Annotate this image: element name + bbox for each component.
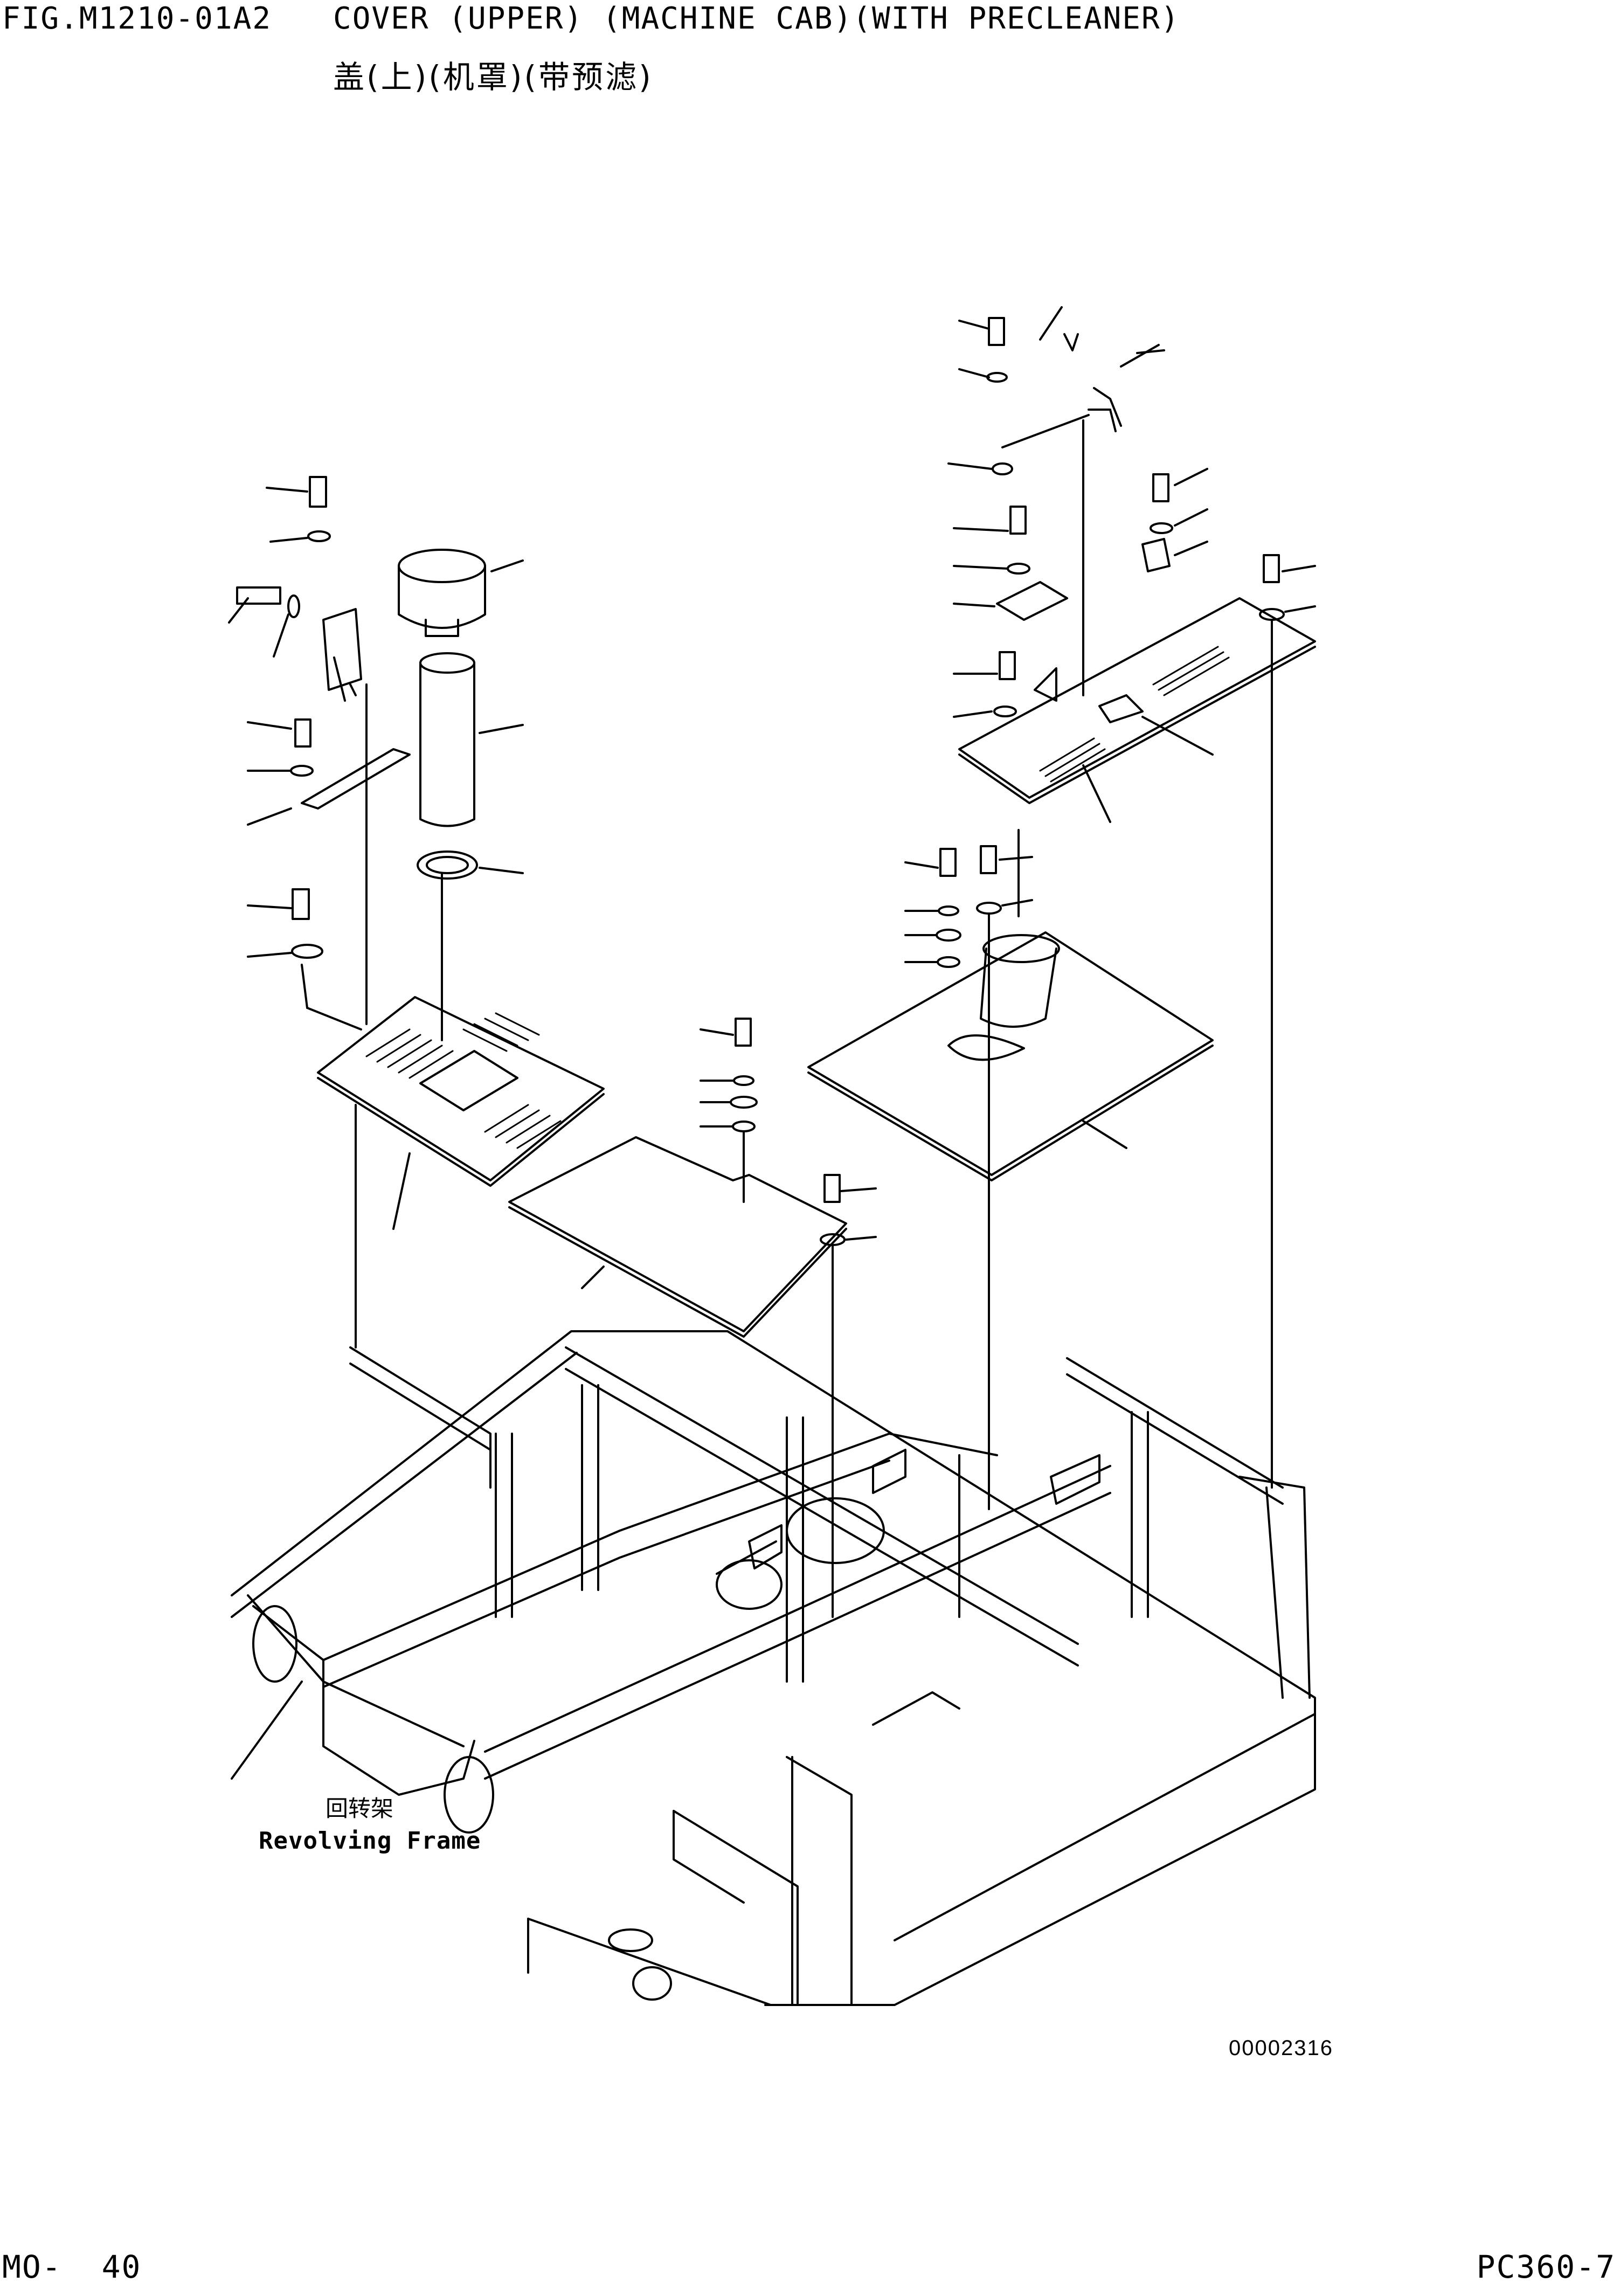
revolving-frame-label: Revolving Frame	[259, 1827, 481, 1855]
figure-code: FIG.M1210-01A2	[2, 1, 272, 36]
revolving-frame-label-chinese: 回转架	[326, 1795, 394, 1822]
precleaner-assembly	[228, 476, 605, 1348]
middle-cover-plate	[508, 1018, 877, 1618]
figure-title-chinese: 盖(上)(机罩)(带预滤)	[333, 59, 653, 95]
upper-grille-assembly	[947, 306, 1316, 1489]
page-number: MO- 40	[2, 2249, 142, 2285]
revolving-frame	[231, 1330, 1316, 2006]
drawing-number: 00002316	[1229, 2036, 1333, 2060]
right-cover-plate	[807, 845, 1214, 1510]
figure-title-english: COVER (UPPER) (MACHINE CAB)(WITH PRECLEA…	[333, 1, 1180, 36]
machine-model: PC360-7	[1476, 2249, 1616, 2285]
